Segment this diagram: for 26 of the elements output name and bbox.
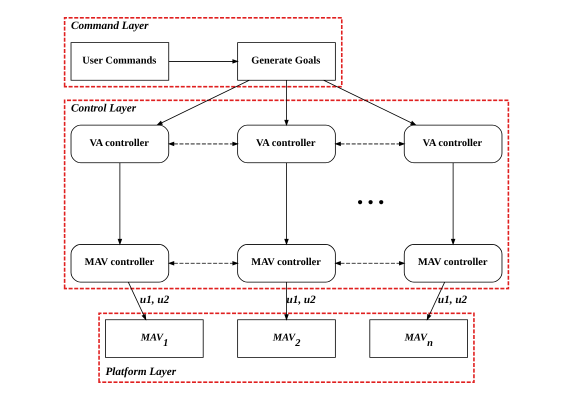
node-box: VA controller bbox=[70, 124, 169, 164]
arrow bbox=[450, 162, 455, 246]
edge-label: u1, u2 bbox=[139, 294, 169, 306]
arrow bbox=[284, 282, 288, 321]
label: • • • bbox=[356, 192, 384, 212]
edge-label: u1, u2 bbox=[286, 294, 316, 306]
edge-label: u1, u2 bbox=[437, 294, 467, 306]
arrow bbox=[284, 80, 288, 126]
arrow bbox=[167, 261, 238, 266]
arrow bbox=[284, 162, 288, 246]
arrow bbox=[322, 80, 416, 126]
node-box: MAV controller bbox=[236, 244, 336, 282]
arrow bbox=[156, 80, 250, 126]
arrow bbox=[117, 162, 122, 246]
node-box: VA controller bbox=[236, 124, 336, 164]
node-box: User Commands bbox=[70, 42, 169, 81]
arrow bbox=[334, 142, 405, 146]
node-box: Generate Goals bbox=[236, 42, 336, 81]
node-box: MAV controller bbox=[70, 244, 169, 282]
arrow bbox=[128, 282, 146, 321]
arrow bbox=[426, 282, 444, 321]
arrow bbox=[167, 142, 238, 146]
arrow bbox=[334, 261, 405, 266]
arrow bbox=[168, 59, 238, 64]
node-box: MAV controller bbox=[403, 244, 502, 282]
node-box: VA controller bbox=[403, 124, 502, 164]
